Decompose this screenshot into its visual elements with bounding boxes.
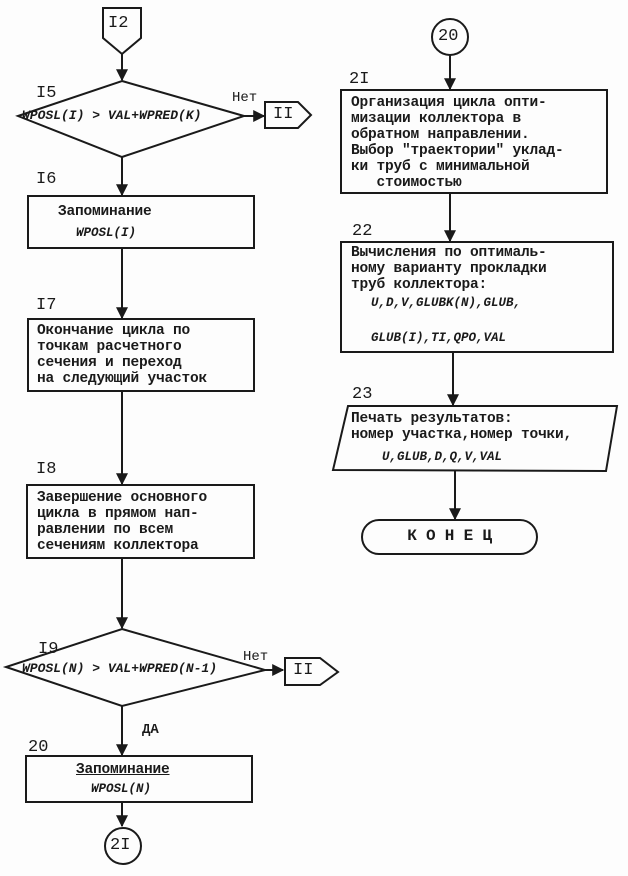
process-22-text: Вычисления по оптималь- ному варианту пр…: [351, 245, 547, 293]
process-17-shape: [27, 318, 255, 392]
no-label-15: Нет: [232, 90, 258, 106]
io-23-text: Печать результатов: номер участка,номер …: [351, 411, 573, 443]
continue-connector-label: 20: [438, 27, 459, 46]
exit-connector-shape: [104, 827, 142, 865]
process-16-code: WPOSL(I): [76, 226, 137, 240]
no-label-19: Нет: [243, 649, 269, 665]
process-20-text: Запоминание: [76, 762, 170, 778]
process-22-code-2: GLUB(I),TI,QPO,VAL: [371, 331, 507, 345]
block-number-21: 2I: [349, 70, 370, 89]
yes-label-19: ДА: [142, 722, 159, 738]
process-22-code-1: U,D,V,GLUBK(N),GLUB,: [371, 296, 522, 310]
block-number-19: I9: [38, 640, 59, 659]
io-23-shape: [331, 405, 619, 473]
no-target-label-19: II: [293, 661, 314, 680]
condition-19: WPOSL(N) > VAL+WPRED(N-1): [22, 661, 218, 676]
block-number-22: 22: [352, 222, 373, 241]
no-target-19-shape: [284, 657, 340, 686]
process-20-code: WPOSL(N): [91, 782, 152, 796]
entry-connector-shape: [102, 7, 142, 56]
exit-connector-label: 2I: [110, 836, 131, 855]
process-17-text: Окончание цикла по точкам расчетного сеч…: [37, 323, 208, 387]
process-20-shape: [25, 755, 253, 803]
block-number-23: 23: [352, 385, 373, 404]
block-number-15: I5: [36, 84, 57, 103]
process-21-text: Организация цикла опти- мизации коллекто…: [351, 95, 564, 191]
block-number-16: I6: [36, 170, 57, 189]
io-23-code: U,GLUB,D,Q,V,VAL: [382, 450, 503, 464]
block-number-20: 20: [28, 738, 49, 757]
process-16-shape: [27, 195, 255, 249]
no-target-15-shape: [264, 101, 313, 129]
process-18-text: Завершение основного цикла в прямом нап-…: [37, 490, 208, 554]
process-18-shape: [26, 484, 255, 559]
process-21-shape: [340, 89, 608, 194]
condition-15: WPOSL(I) > VAL+WPRED(K): [22, 108, 202, 123]
process-16-text: Запоминание: [58, 204, 152, 220]
block-number-17: I7: [36, 296, 57, 315]
terminator-label: К О Н Е Ц: [407, 527, 492, 545]
process-22-shape: [340, 241, 614, 353]
terminator-shape: [361, 519, 538, 555]
no-target-label-15: II: [273, 105, 294, 124]
block-number-18: I8: [36, 460, 57, 479]
entry-connector-label: I2: [108, 14, 129, 33]
